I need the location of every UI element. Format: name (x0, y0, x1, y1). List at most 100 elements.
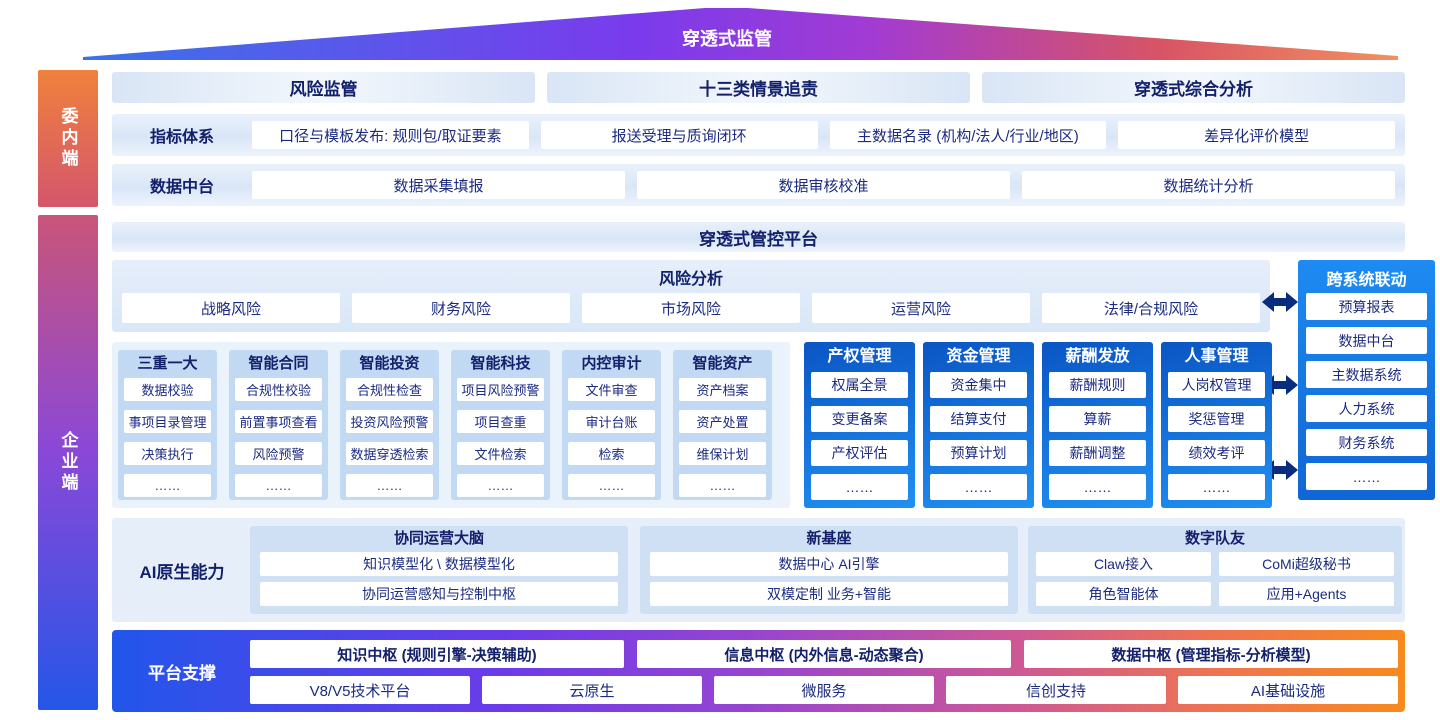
business-columns-band: 三重一大 数据校验 事项目录管理 决策执行 …… 智能合同 合规性校验 前置事项… (112, 342, 790, 508)
ai-panel-item: Claw接入 (1036, 552, 1211, 576)
column-title: 三重一大 (137, 355, 198, 372)
base-item: 微服务 (714, 676, 934, 704)
column-title: 智能资产 (692, 355, 753, 372)
data-platform-row: 数据中台 数据采集填报 数据审核校准 数据统计分析 (112, 164, 1405, 206)
risk-item: 财务风险 (352, 293, 570, 323)
column-item: 资金集中 (930, 372, 1027, 398)
column-title: 智能合同 (248, 355, 309, 372)
base-item: 信创支持 (946, 676, 1166, 704)
platform-support-band: 平台支撑 知识中枢 (规则引擎-决策辅助) 信息中枢 (内外信息-动态聚合) 数… (112, 630, 1405, 712)
risk-item: 战略风险 (122, 293, 340, 323)
row-label: 指标体系 (149, 129, 214, 146)
base-item: V8/V5技术平台 (250, 676, 470, 704)
risk-items: 战略风险 财务风险 市场风险 运营风险 法律/合规风险 (122, 293, 1260, 323)
ai-panel-item: CoMi超级秘书 (1219, 552, 1394, 576)
indicator-system-row: 指标体系 口径与模板发布: 规则包/取证要素 报送受理与质询闭环 主数据名录 (… (112, 114, 1405, 156)
column-item: 合规性校验 (235, 378, 322, 401)
banner-shape (83, 8, 1398, 60)
column-item: …… (346, 474, 433, 497)
row-items: 口径与模板发布: 规则包/取证要素 报送受理与质询闭环 主数据名录 (机构/法人… (252, 121, 1395, 149)
column-item: …… (811, 474, 908, 500)
column-item: 变更备案 (811, 406, 908, 432)
column-item: 算薪 (1049, 406, 1146, 432)
ai-panel-title: 协同运营大脑 (393, 530, 484, 547)
cross-system-item: 数据中台 (1306, 327, 1427, 354)
banner-title: 穿透式监管 (682, 29, 772, 49)
business-column: 智能投资 合规性检查 投资风险预警 数据穿透检索 …… (340, 350, 439, 500)
cross-system-item: 主数据系统 (1306, 361, 1427, 388)
ai-capability-band: AI原生能力 协同运营大脑 知识模型化 \ 数据模型化 协同运营感知与控制中枢 … (112, 518, 1405, 622)
column-item: …… (930, 474, 1027, 500)
risk-item: 运营风险 (812, 293, 1030, 323)
column-item: 薪酬调整 (1049, 440, 1146, 466)
cross-system-item: 财务系统 (1306, 429, 1427, 456)
column-title: 资金管理 (946, 348, 1011, 365)
column-item: 审计台账 (568, 410, 655, 433)
column-item: 项目风险预警 (457, 378, 544, 401)
row-item: 差异化评价模型 (1118, 121, 1395, 149)
business-column: 智能资产 资产档案 资产处置 维保计划 …… (673, 350, 772, 500)
column-item: 结算支付 (930, 406, 1027, 432)
risk-analysis-panel: 风险分析 战略风险 财务风险 市场风险 运营风险 法律/合规风险 (112, 260, 1270, 332)
column-title: 产权管理 (827, 348, 892, 365)
column-title: 智能科技 (470, 355, 531, 372)
management-column: 薪酬发放 薪酬规则 算薪 薪酬调整 …… (1042, 342, 1153, 508)
cross-system-items: 预算报表 数据中台 主数据系统 人力系统 财务系统 …… (1306, 293, 1427, 490)
business-column: 三重一大 数据校验 事项目录管理 决策执行 …… (118, 350, 217, 500)
row-item: 数据统计分析 (1022, 171, 1395, 199)
column-title: 人事管理 (1184, 348, 1249, 365)
cross-system-title: 跨系统联动 (1326, 272, 1407, 289)
column-item: …… (235, 474, 322, 497)
column-item: 权属全景 (811, 372, 908, 398)
ai-panel-item: 协同运营感知与控制中枢 (260, 582, 618, 606)
ai-panel: 新基座 数据中心 AI引擎 双模定制 业务+智能 (640, 526, 1018, 614)
hub-row: 知识中枢 (规则引擎-决策辅助) 信息中枢 (内外信息-动态聚合) 数据中枢 (… (250, 640, 1398, 668)
side-label-enterprise: 企业端 (38, 215, 98, 710)
ai-panel-item: 知识模型化 \ 数据模型化 (260, 552, 618, 576)
column-title: 智能投资 (359, 355, 420, 372)
risk-item: 市场风险 (582, 293, 800, 323)
management-column: 产权管理 权属全景 变更备案 产权评估 …… (804, 342, 915, 508)
platform-control-bar: 穿透式管控平台 (112, 222, 1405, 252)
risk-analysis-title: 风险分析 (658, 271, 723, 288)
ai-panel-title: 新基座 (806, 530, 852, 547)
ai-panel-item: 双模定制 业务+智能 (650, 582, 1008, 606)
risk-item: 法律/合规风险 (1042, 293, 1260, 323)
supervision-header-row: 风险监管 十三类情景追责 穿透式综合分析 (112, 72, 1405, 103)
column-item: 决策执行 (124, 442, 211, 465)
column-item: …… (679, 474, 766, 497)
section-header: 穿透式综合分析 (982, 72, 1405, 103)
ai-panel-item: 应用+Agents (1219, 582, 1394, 606)
column-item: 绩效考评 (1168, 440, 1265, 466)
column-item: 检索 (568, 442, 655, 465)
business-column: 内控审计 文件审查 审计台账 检索 …… (562, 350, 661, 500)
business-column: 智能合同 合规性校验 前置事项查看 风险预警 …… (229, 350, 328, 500)
cross-system-item: 人力系统 (1306, 395, 1427, 422)
column-item: 资产档案 (679, 378, 766, 401)
column-item: …… (1168, 474, 1265, 500)
column-item: 合规性检查 (346, 378, 433, 401)
column-item: 前置事项查看 (235, 410, 322, 433)
base-item: 云原生 (482, 676, 702, 704)
row-item: 报送受理与质询闭环 (540, 121, 818, 149)
column-item: 资产处置 (679, 410, 766, 433)
double-arrow-icon (1262, 292, 1298, 312)
base-item: AI基础设施 (1178, 676, 1398, 704)
section-header: 风险监管 (112, 72, 535, 103)
column-item: …… (124, 474, 211, 497)
ai-panel-title: 数字队友 (1184, 530, 1245, 547)
column-item: 项目查重 (457, 410, 544, 433)
column-item: …… (568, 474, 655, 497)
ai-panel-item: 数据中心 AI引擎 (650, 552, 1008, 576)
hub-item: 信息中枢 (内外信息-动态聚合) (637, 640, 1011, 668)
column-item: …… (457, 474, 544, 497)
row-label: 数据中台 (149, 179, 214, 196)
side-label-regulator: 委内端 (38, 70, 98, 207)
management-column: 人事管理 人岗权管理 奖惩管理 绩效考评 …… (1161, 342, 1272, 508)
column-title: 薪酬发放 (1065, 348, 1130, 365)
column-item: 薪酬规则 (1049, 372, 1146, 398)
column-item: 数据校验 (124, 378, 211, 401)
column-item: 文件检索 (457, 442, 544, 465)
hub-item: 数据中枢 (管理指标-分析模型) (1024, 640, 1398, 668)
